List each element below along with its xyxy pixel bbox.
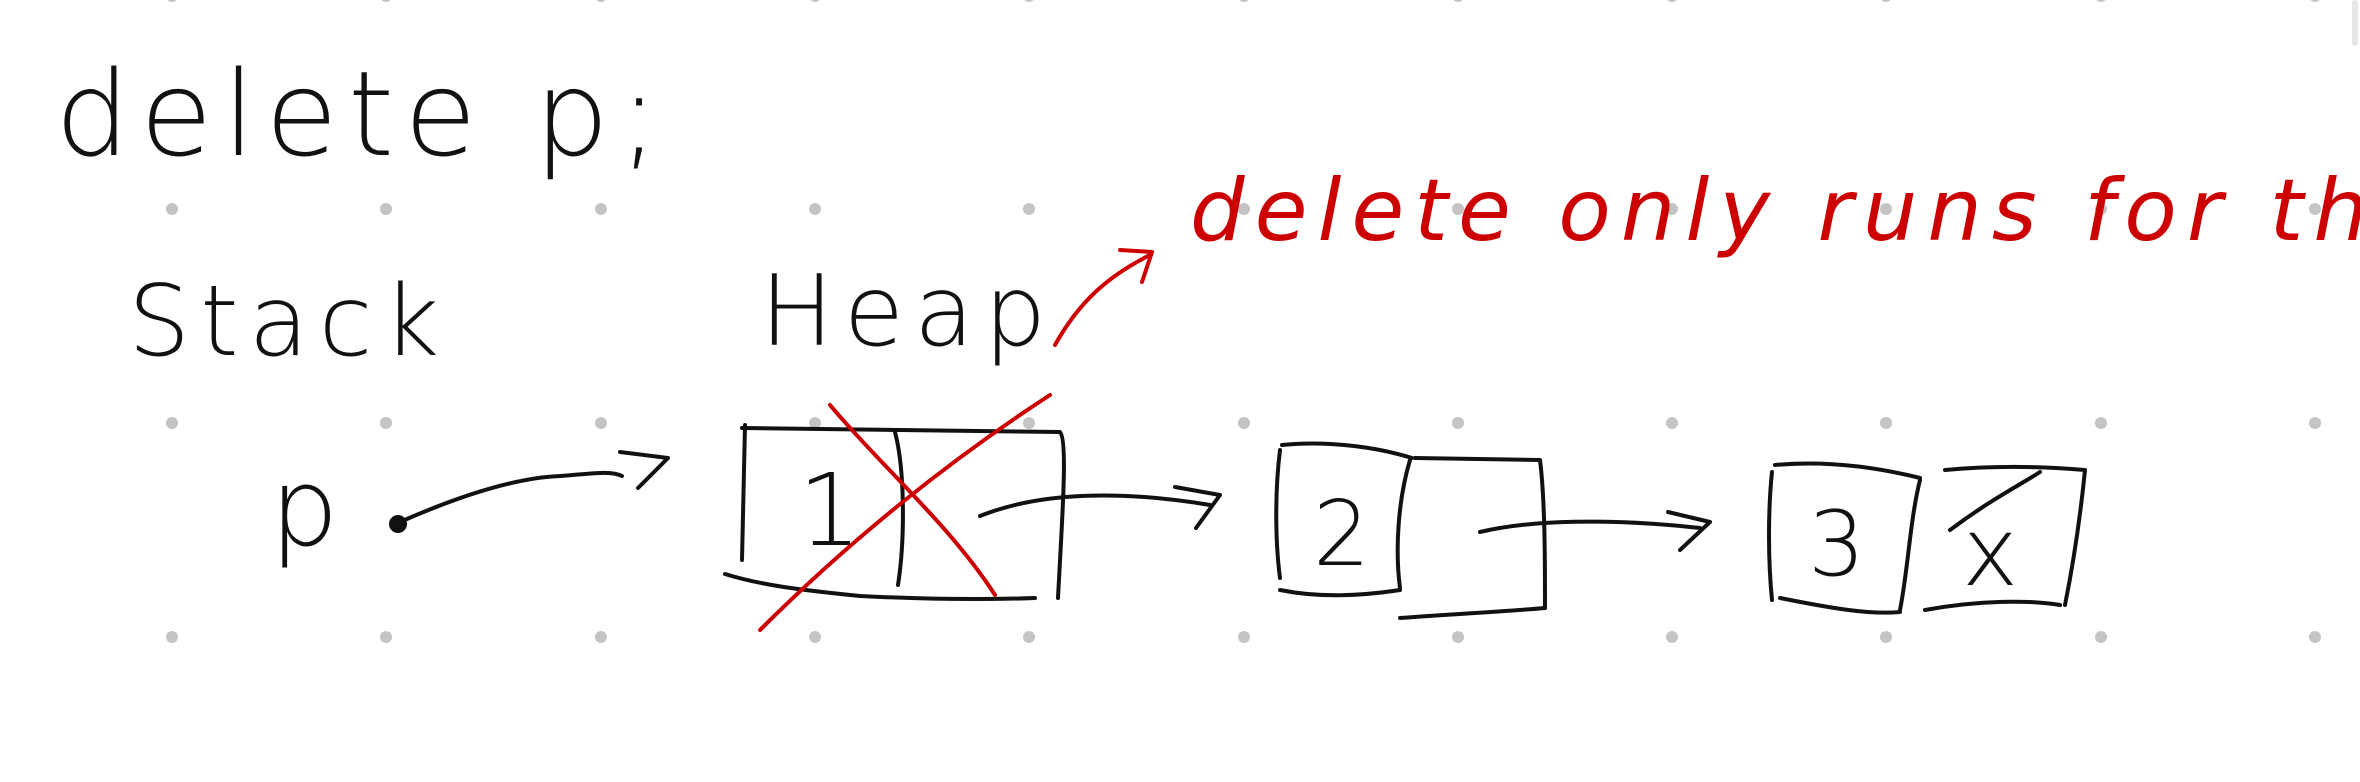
node-1-next-arrow	[978, 485, 1222, 530]
grid-dot	[595, 203, 607, 215]
grid-dot	[1453, 0, 1463, 2]
list-node-3	[1767, 461, 2087, 615]
grid-dot	[1666, 203, 1678, 215]
pointer-label: p	[270, 446, 349, 571]
grid-dot	[1880, 203, 1892, 215]
grid-dot	[167, 0, 177, 2]
grid-dot	[381, 0, 391, 2]
grid-dot	[1452, 631, 1464, 643]
grid-dot	[809, 417, 821, 429]
node-3-value: 3	[1808, 492, 1865, 597]
dot-grid	[166, 0, 2321, 643]
grid-dot	[1880, 417, 1892, 429]
stack-label: Stack	[128, 265, 449, 379]
scrollbar[interactable]	[2352, 0, 2358, 46]
grid-dot	[166, 631, 178, 643]
grid-dot	[380, 631, 392, 643]
grid-dot	[1667, 0, 1677, 2]
list-node-1	[723, 423, 1066, 602]
grid-dot	[595, 417, 607, 429]
grid-dot	[810, 0, 820, 2]
grid-dot	[2309, 417, 2321, 429]
grid-dot	[1452, 203, 1464, 215]
annotation-arrow	[1053, 248, 1154, 347]
grid-dot	[595, 631, 607, 643]
heap-label: Heap	[760, 255, 1056, 369]
grid-dot	[2095, 203, 2107, 215]
grid-dot	[1239, 0, 1249, 2]
grid-dot	[2095, 417, 2107, 429]
node-3-null-mark: x	[1962, 498, 2018, 608]
grid-dot	[2309, 631, 2321, 643]
grid-dot	[2096, 0, 2106, 2]
node-2-value: 2	[1313, 482, 1370, 587]
grid-dot	[380, 417, 392, 429]
grid-dot	[166, 203, 178, 215]
grid-dot	[1666, 417, 1678, 429]
grid-dot	[1452, 417, 1464, 429]
node-1-value: 1	[798, 452, 862, 569]
grid-dot	[1880, 631, 1892, 643]
grid-dot	[166, 417, 178, 429]
grid-dot	[2309, 203, 2321, 215]
grid-dot	[1238, 203, 1250, 215]
grid-dot	[1238, 631, 1250, 643]
grid-dot	[809, 631, 821, 643]
grid-dot	[809, 203, 821, 215]
grid-dot	[1024, 0, 1034, 2]
grid-dot	[1238, 417, 1250, 429]
node-1-deleted-cross	[758, 393, 1052, 632]
grid-dot	[596, 0, 606, 2]
annotation-text: delete only runs for this!	[1190, 161, 2360, 261]
grid-dot	[2310, 0, 2320, 2]
grid-dot	[1023, 417, 1035, 429]
grid-dot	[1023, 203, 1035, 215]
node-3-next-arrow	[1948, 470, 2042, 532]
grid-dot	[380, 203, 392, 215]
heading-text: delete p;	[55, 45, 669, 183]
grid-dot	[1881, 0, 1891, 2]
node-2-next-arrow	[1478, 510, 1712, 552]
grid-dot	[2095, 631, 2107, 643]
grid-dot	[1666, 631, 1678, 643]
pointer-arrow	[389, 450, 670, 533]
grid-dot	[1023, 631, 1035, 643]
